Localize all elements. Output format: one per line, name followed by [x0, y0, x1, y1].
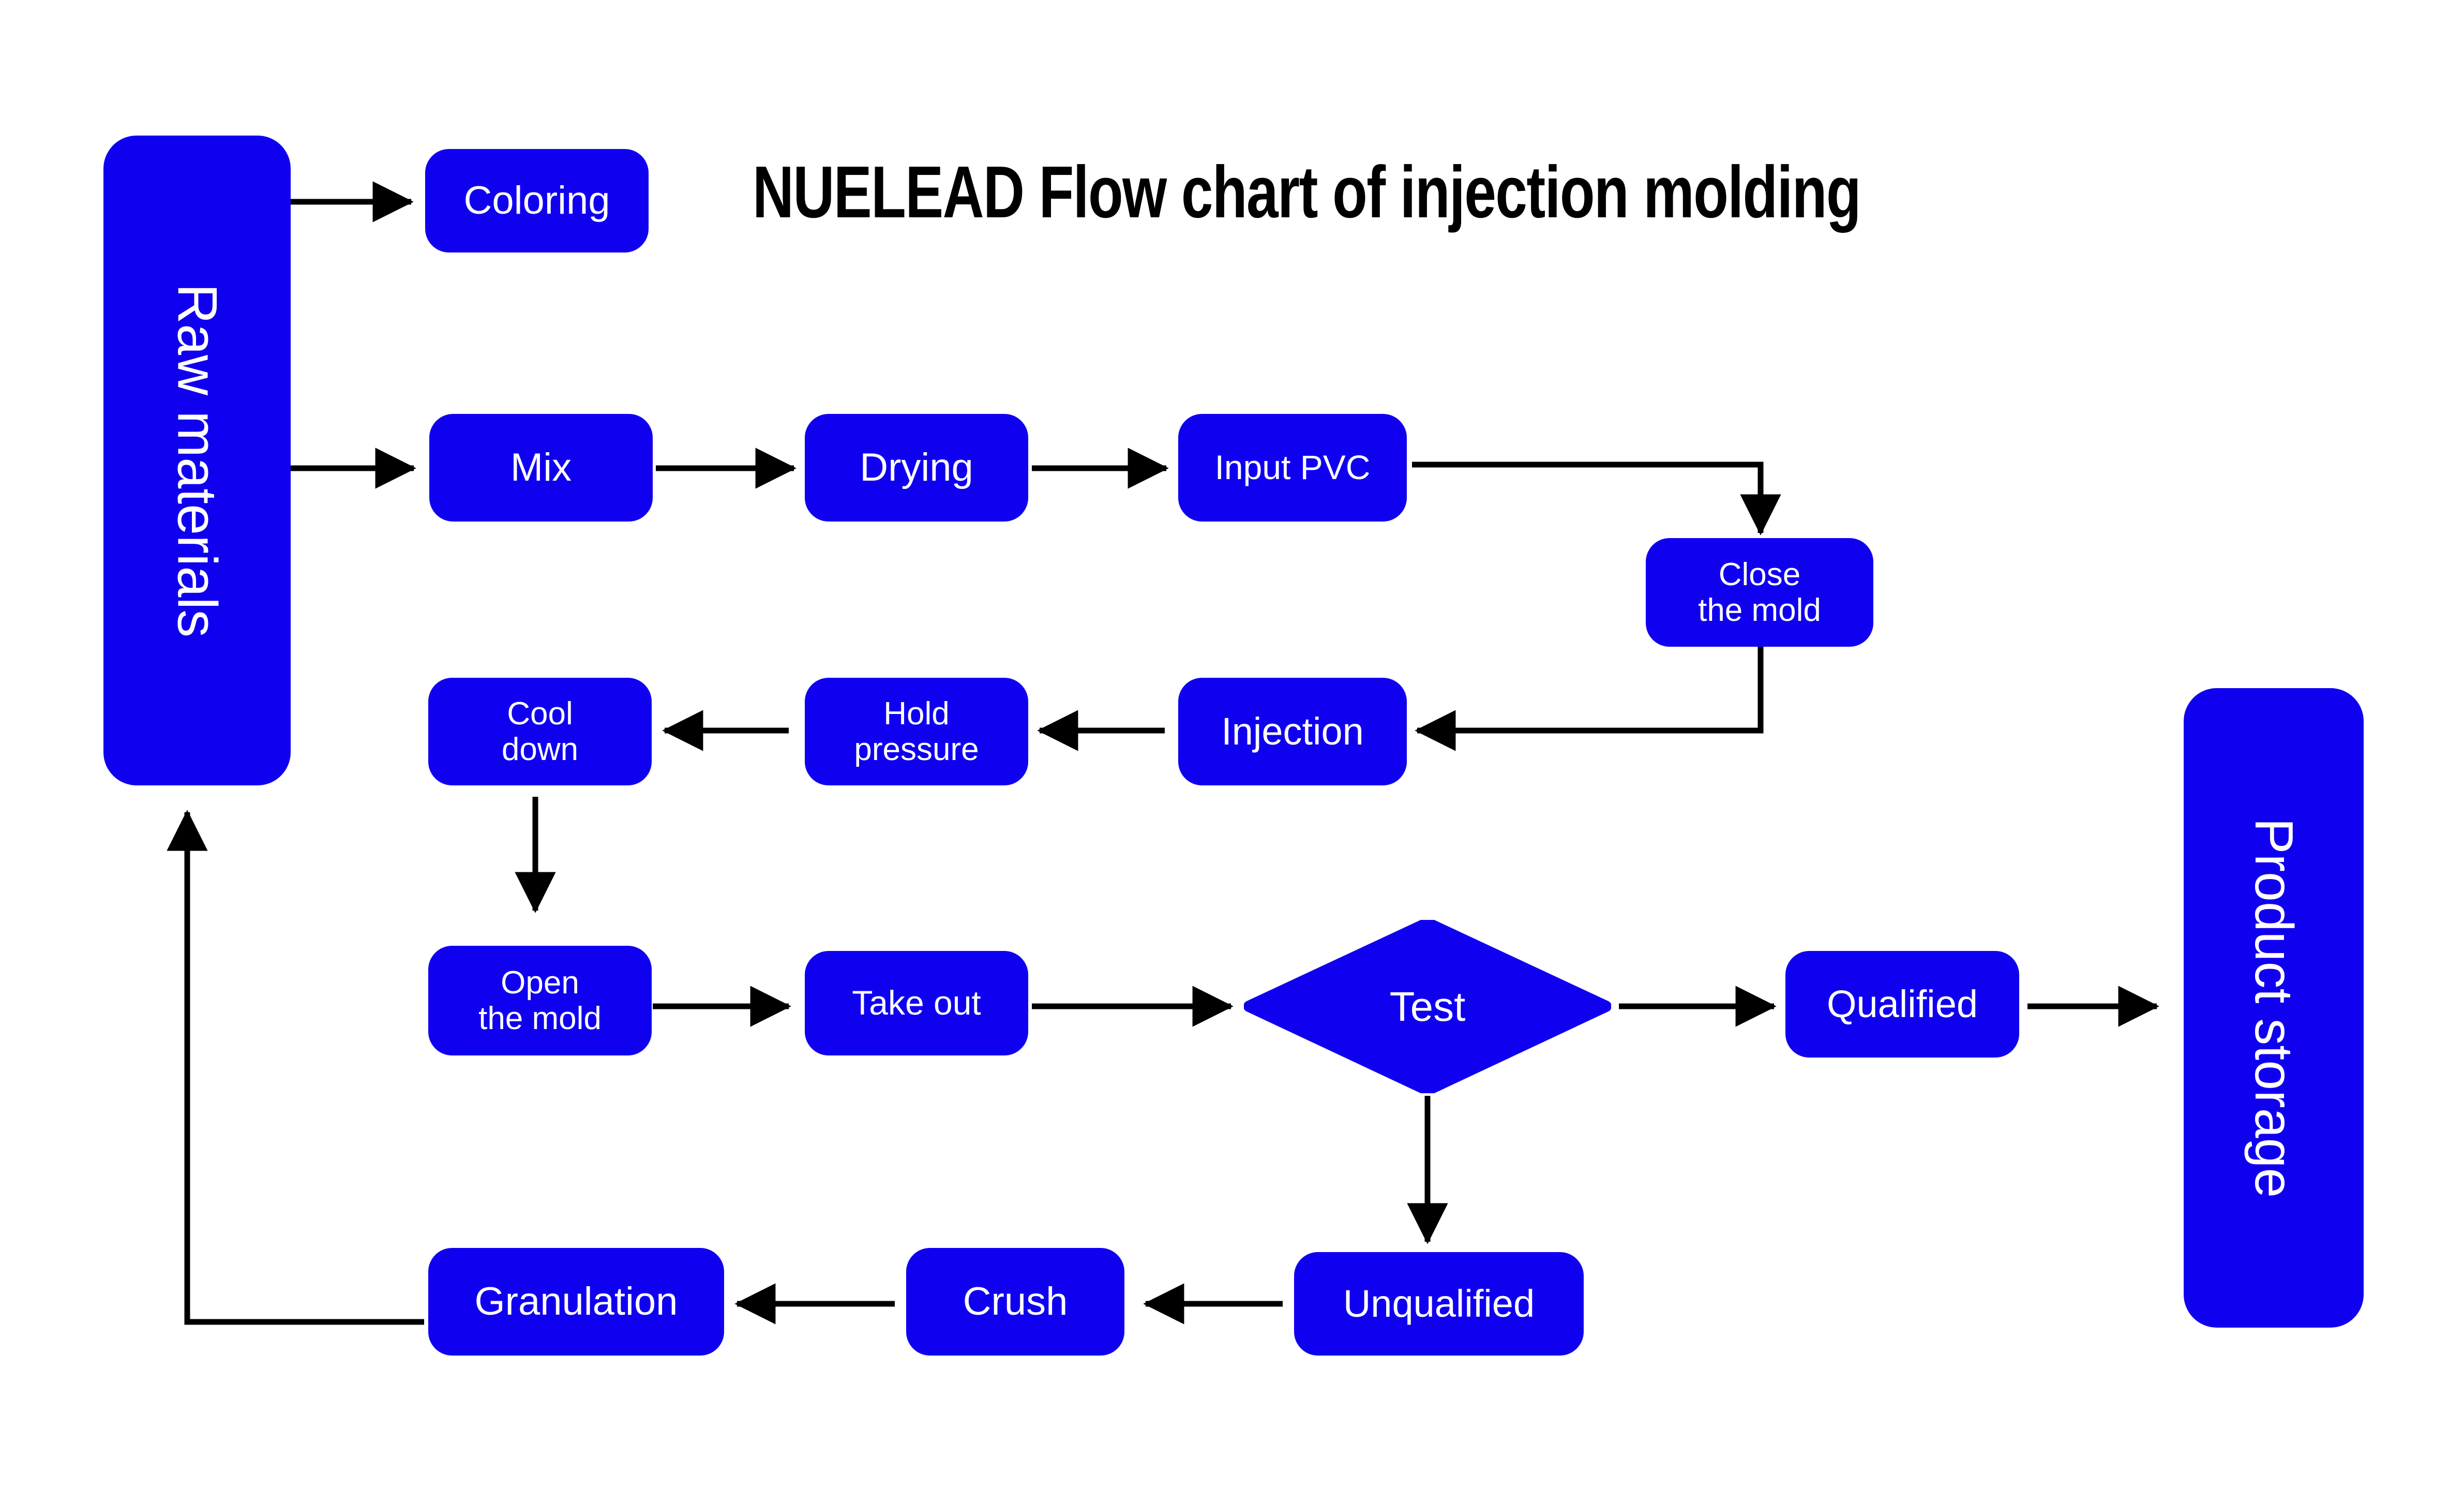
node-label-injection: Injection [1221, 709, 1364, 753]
node-label-cool-down: Cool down [501, 695, 579, 767]
node-drying[interactable]: Drying [805, 414, 1028, 522]
node-label-coloring: Coloring [463, 178, 610, 223]
node-label-close-the-mold: Close the mold [1698, 556, 1821, 628]
node-product-storage[interactable]: Product storage [2184, 688, 2364, 1328]
node-close-the-mold[interactable]: Close the mold [1646, 538, 1873, 647]
node-label-raw-materials: Raw materials [166, 283, 229, 638]
node-crush[interactable]: Crush [906, 1248, 1124, 1356]
edge-close-mold-to-injection [1415, 642, 1764, 751]
node-injection[interactable]: Injection [1178, 678, 1407, 785]
node-label-input-pvc: Input PVC [1214, 448, 1371, 487]
node-label-test: Test [1389, 983, 1466, 1030]
node-raw-materials[interactable]: Raw materials [103, 136, 291, 785]
node-label-granulation: Granulation [474, 1279, 678, 1324]
node-label-crush: Crush [963, 1279, 1068, 1324]
node-cool-down[interactable]: Cool down [428, 678, 652, 785]
node-granulation[interactable]: Granulation [428, 1248, 724, 1356]
node-input-pvc[interactable]: Input PVC [1178, 414, 1407, 522]
node-open-the-mold[interactable]: Open the mold [428, 946, 652, 1055]
node-unqualified[interactable]: Unqualified [1294, 1252, 1584, 1356]
edge-granulation-to-raw-materials [167, 810, 424, 1325]
node-qualified[interactable]: Qualified [1785, 951, 2019, 1058]
diamond-shape [1244, 920, 1611, 1093]
edge-input-pvc-to-close-mold [1412, 462, 1781, 535]
node-coloring[interactable]: Coloring [425, 149, 649, 252]
page-title: NUELEAD Flow chart of injection molding [753, 151, 1861, 233]
node-hold-pressure[interactable]: Hold pressure [805, 678, 1028, 785]
node-take-out[interactable]: Take out [805, 951, 1028, 1055]
node-label-mix: Mix [510, 445, 572, 490]
node-label-open-the-mold: Open the mold [478, 964, 602, 1036]
node-label-product-storage: Product storage [2244, 817, 2304, 1198]
node-label-unqualified: Unqualified [1343, 1282, 1535, 1325]
node-mix[interactable]: Mix [429, 414, 653, 522]
node-test[interactable]: Test [1244, 920, 1611, 1093]
node-label-hold-pressure: Hold pressure [854, 695, 979, 767]
node-label-take-out: Take out [852, 984, 981, 1022]
node-label-drying: Drying [860, 445, 973, 490]
node-label-qualified: Qualified [1826, 982, 1978, 1025]
